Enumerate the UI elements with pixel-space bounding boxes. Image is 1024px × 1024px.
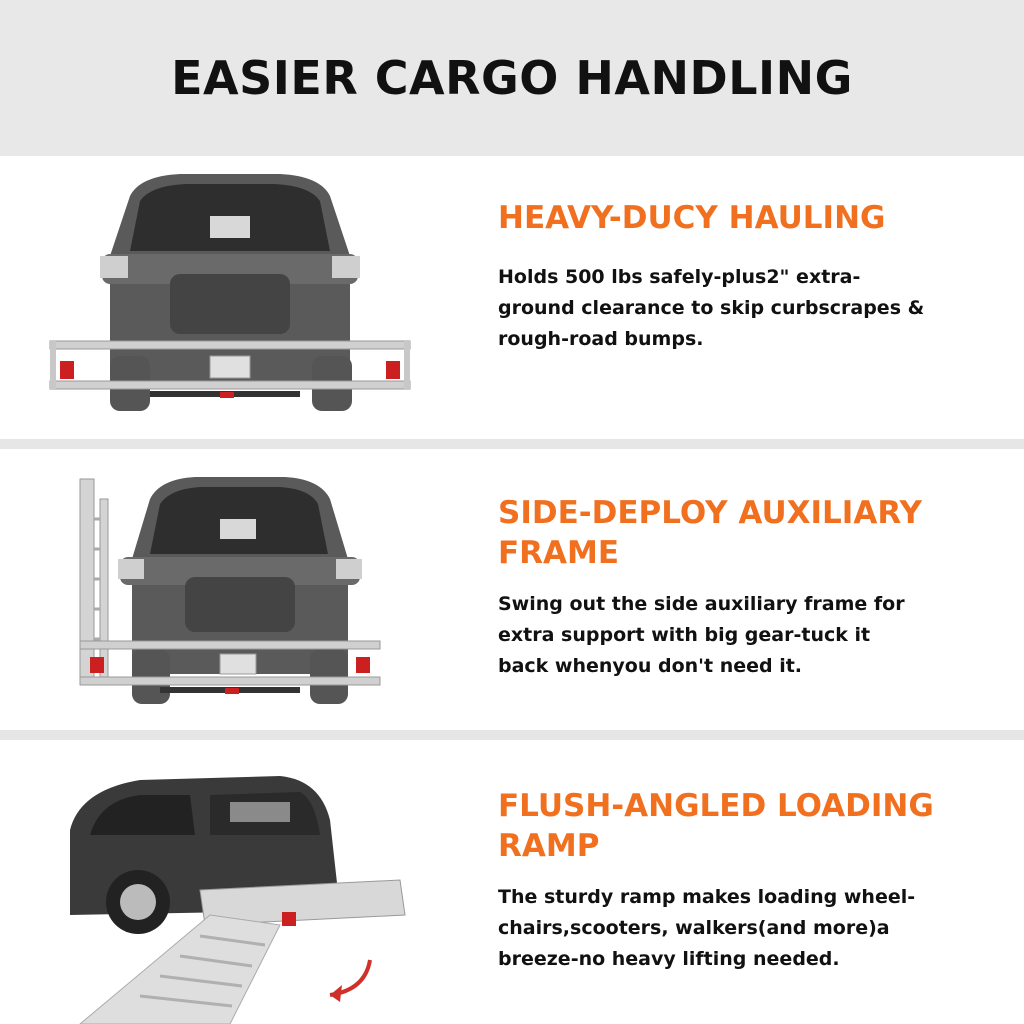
- title-line: FRAME: [498, 535, 620, 571]
- description-line: Holds 500 lbs safely-plus2" extra-: [498, 266, 861, 288]
- feature-description: Holds 500 lbs safely-plus2" extra- groun…: [498, 262, 998, 355]
- feature-text-side-frame: SIDE-DEPLOY AUXILIARY FRAME Swing out th…: [498, 493, 998, 682]
- description-line: Swing out the side auxiliary frame for: [498, 593, 905, 615]
- feature-description: The sturdy ramp makes loading wheel- cha…: [498, 882, 998, 975]
- car-rear-carrier-image: [49, 174, 411, 411]
- description-line: extra support with big gear-tuck it: [498, 624, 871, 646]
- description-line: ground clearance to skip curbscrapes &: [498, 297, 925, 319]
- page-title: EASIER CARGO HANDLING: [171, 51, 853, 105]
- car-side-frame-image: [79, 477, 381, 704]
- feature-title: FLUSH-ANGLED LOADING RAMP: [498, 786, 998, 866]
- car-loading-ramp-image: [70, 776, 406, 1024]
- feature-panel-side-frame: SIDE-DEPLOY AUXILIARY FRAME Swing out th…: [0, 449, 1024, 730]
- feature-title: SIDE-DEPLOY AUXILIARY FRAME: [498, 493, 998, 573]
- title-line: SIDE-DEPLOY AUXILIARY: [498, 495, 922, 531]
- feature-text-ramp: FLUSH-ANGLED LOADING RAMP The sturdy ram…: [498, 786, 998, 975]
- title-line: RAMP: [498, 828, 600, 864]
- header-banner: EASIER CARGO HANDLING: [0, 0, 1024, 156]
- feature-text-hauling: HEAVY-DUCY HAULING Holds 500 lbs safely-…: [498, 198, 998, 355]
- feature-description: Swing out the side auxiliary frame for e…: [498, 589, 998, 682]
- feature-panel-hauling: HEAVY-DUCY HAULING Holds 500 lbs safely-…: [0, 156, 1024, 439]
- description-line: rough-road bumps.: [498, 328, 704, 350]
- title-line: FLUSH-ANGLED LOADING: [498, 788, 934, 824]
- description-line: breeze-no heavy lifting needed.: [498, 948, 840, 970]
- description-line: The sturdy ramp makes loading wheel-: [498, 886, 916, 908]
- description-line: back whenyou don't need it.: [498, 655, 803, 677]
- description-line: chairs,scooters, walkers(and more)a: [498, 917, 890, 939]
- feature-panel-ramp: FLUSH-ANGLED LOADING RAMP The sturdy ram…: [0, 740, 1024, 1024]
- feature-title: HEAVY-DUCY HAULING: [498, 200, 886, 236]
